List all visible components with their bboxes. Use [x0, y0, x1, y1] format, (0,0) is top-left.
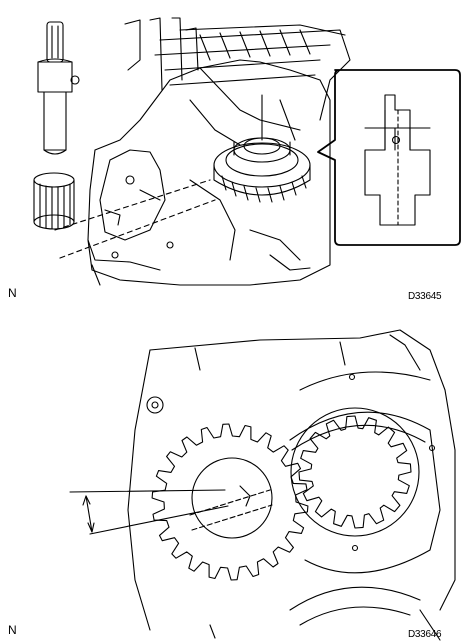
spur-gear: [151, 423, 309, 581]
splined-hub: [290, 407, 420, 537]
output-shaft: [189, 485, 273, 531]
inset-detail-box: [317, 69, 461, 246]
gear-bore: [191, 457, 273, 539]
gear-stack: [154, 24, 351, 146]
corner-label: N: [8, 286, 17, 300]
gear-teeth: [151, 423, 309, 581]
figure-bottom: N D33646: [0, 310, 474, 644]
helical-gear: [213, 94, 311, 203]
angle-dimension: [69, 489, 229, 535]
figure-top: N D33645: [0, 0, 474, 305]
alignment-lines: [54, 179, 216, 259]
hub-splines: [298, 415, 412, 529]
figure-code: D33645: [408, 291, 442, 302]
corner-label: N: [8, 623, 17, 637]
figure-bottom-drawing: [69, 329, 456, 641]
figure-code: D33646: [408, 629, 442, 640]
figure-top-drawing: [33, 17, 461, 286]
shaft-tool: [37, 21, 80, 155]
hub-rim: [290, 407, 420, 537]
needle-bearing: [33, 172, 75, 230]
synchro-ring: [289, 371, 441, 626]
transmission-case: [127, 329, 456, 641]
